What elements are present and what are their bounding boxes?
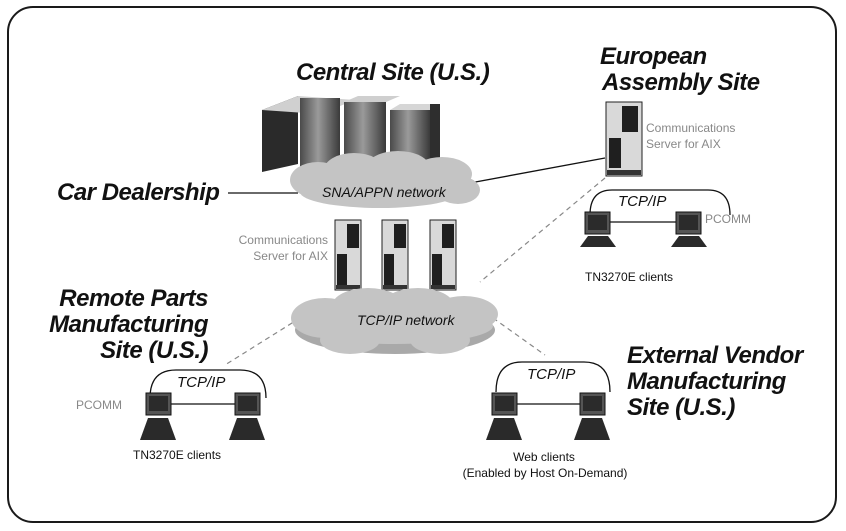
diagram-frame [7, 6, 837, 523]
european-clients-label: TN3270E clients [585, 270, 674, 284]
remote-tcp-label: TCP/IP [177, 374, 226, 391]
external-pc-right [574, 392, 610, 440]
central-site-title: Central Site (U.S.) [296, 59, 490, 86]
remote-lan [149, 369, 267, 405]
remote-pc-right [229, 392, 265, 440]
tcp-network-label: TCP/IP network [357, 312, 455, 328]
external-site-title-line3: Site (U.S.) [627, 394, 735, 421]
central-comm-servers [334, 219, 457, 291]
central-server-label-line1: Communications [238, 233, 328, 247]
european-tcp-label: TCP/IP [618, 193, 667, 210]
remote-site-title-line1: Remote Parts [59, 285, 208, 312]
european-site-title-line2: Assembly Site [602, 69, 760, 96]
european-sna-link [469, 157, 606, 184]
remote-pc-left [140, 392, 176, 440]
tcp-ip-cloud [291, 288, 498, 354]
european-server-label-line1: Communications [646, 121, 736, 135]
car-dealership-title: Car Dealership [57, 179, 220, 206]
remote-pcomm-label: PCOMM [76, 398, 122, 412]
central-server-label-line2: Server for AIX [253, 249, 328, 263]
european-pc-right [671, 211, 707, 247]
external-pc-left [486, 392, 522, 440]
external-lan [495, 361, 611, 405]
european-lan [589, 189, 731, 223]
european-tcp-link [479, 177, 606, 283]
external-site-title-line1: External Vendor [627, 342, 803, 369]
remote-clients-label: TN3270E clients [133, 448, 222, 462]
external-tcp-link [492, 317, 546, 356]
external-clients-note: (Enabled by Host On-Demand) [462, 466, 628, 480]
remote-site-title-line2: Manufacturing [49, 311, 208, 338]
european-pcomm-label: PCOMM [705, 212, 751, 226]
remote-site-title-line3: Site (U.S.) [100, 337, 208, 364]
european-server-label-line2: Server for AIX [646, 137, 721, 151]
sna-appn-cloud [290, 151, 480, 208]
european-comm-server [605, 101, 643, 177]
remote-tcp-link [224, 317, 301, 366]
external-site-title-line2: Manufacturing [627, 368, 786, 395]
european-pc-left [580, 211, 616, 247]
external-clients-label: Web clients [513, 450, 575, 464]
connection-lines [224, 157, 606, 366]
sna-network-label: SNA/APPN network [322, 184, 446, 200]
external-tcp-label: TCP/IP [527, 366, 576, 383]
european-site-title-line1: European [600, 43, 707, 70]
